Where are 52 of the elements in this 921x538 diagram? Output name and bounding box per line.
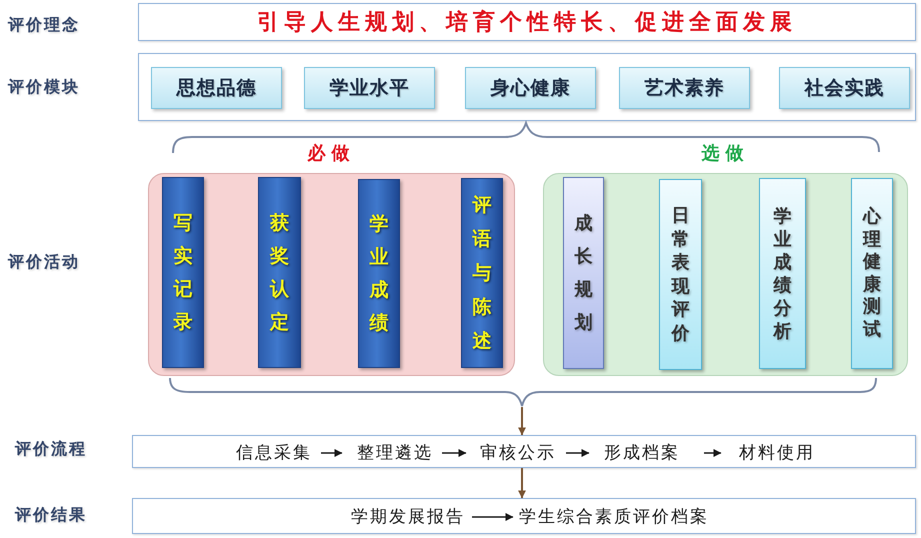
step-text: 审核公示 bbox=[466, 441, 566, 465]
activity-bar bbox=[258, 177, 301, 368]
activity-bar bbox=[659, 179, 702, 370]
step-text: 信息采集 bbox=[226, 441, 321, 465]
arrow bbox=[518, 468, 526, 498]
row-label: 评价流程 bbox=[15, 438, 87, 460]
process-band bbox=[132, 435, 916, 468]
activity-bar bbox=[851, 178, 893, 369]
activity-label: 写实记录 bbox=[174, 210, 192, 334]
row-label: 评价活动 bbox=[8, 251, 80, 273]
activity-label: 学业成绩分析 bbox=[774, 204, 792, 342]
activity-label: 成长规划 bbox=[574, 212, 592, 335]
activity-bar bbox=[358, 179, 400, 368]
activity-bar bbox=[461, 178, 503, 368]
activity-label: 学业成绩 bbox=[370, 212, 388, 336]
activity-label: 日常表现评价 bbox=[672, 204, 690, 345]
group-heading: 选做 bbox=[702, 143, 750, 165]
module-box bbox=[465, 67, 596, 109]
module-box bbox=[151, 67, 282, 109]
group-heading: 必做 bbox=[308, 143, 356, 165]
row-label: 评价模块 bbox=[8, 76, 80, 98]
activity-label: 评语与陈述 bbox=[472, 193, 492, 354]
module-label: 艺术素养 bbox=[644, 76, 724, 101]
module-band bbox=[138, 53, 916, 121]
row-label: 评价理念 bbox=[8, 14, 80, 36]
module-label: 社会实践 bbox=[804, 76, 884, 101]
motto-text: 引导人生规划、培育个性特长、促进全面发展 bbox=[257, 8, 797, 37]
module-label: 学业水平 bbox=[330, 76, 410, 101]
module-box bbox=[304, 67, 435, 109]
activity-bar bbox=[162, 177, 204, 368]
result-band bbox=[132, 498, 916, 534]
arrow bbox=[472, 513, 514, 521]
arrow bbox=[321, 449, 342, 457]
module-label: 身心健康 bbox=[490, 76, 570, 101]
arrow bbox=[704, 449, 722, 457]
arrow bbox=[518, 407, 526, 436]
row-label: 评价结果 bbox=[15, 504, 87, 526]
arrow bbox=[442, 449, 466, 457]
module-label: 思想品德 bbox=[176, 76, 256, 101]
step-text: 整理遴选 bbox=[342, 441, 442, 465]
module-box bbox=[619, 67, 750, 109]
step-text: 学期发展报告 bbox=[331, 505, 472, 529]
activity-label: 心理健康测试 bbox=[863, 206, 881, 341]
step-text: 学生综合素质评价档案 bbox=[513, 505, 716, 529]
arrow bbox=[566, 449, 590, 457]
step-text: 形成档案 bbox=[589, 441, 704, 465]
activity-bar bbox=[759, 178, 806, 369]
module-box bbox=[779, 67, 910, 109]
activity-bar bbox=[563, 177, 604, 369]
motto-band bbox=[138, 3, 916, 41]
step-text: 材料使用 bbox=[721, 441, 823, 465]
activity-label: 获奖认定 bbox=[270, 210, 289, 334]
